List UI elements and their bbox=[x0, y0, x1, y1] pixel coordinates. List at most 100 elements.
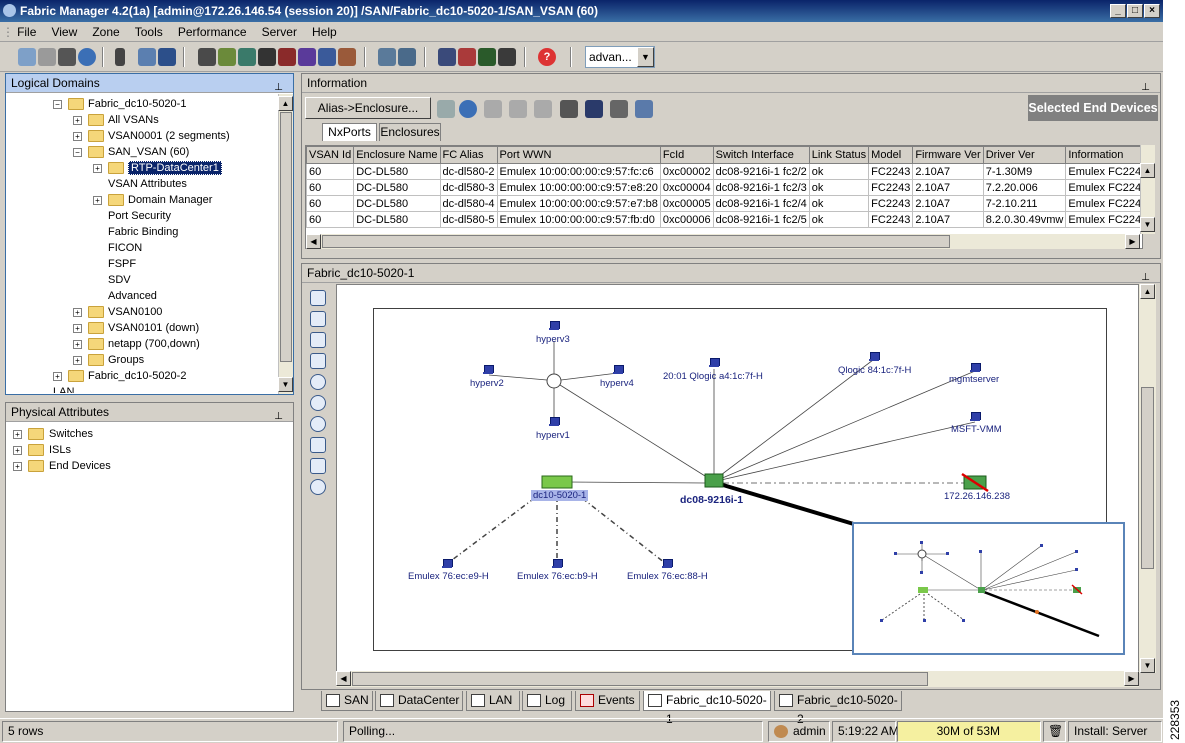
hscroll-thumb[interactable] bbox=[322, 235, 950, 248]
pin-icon[interactable]: ⊥ bbox=[1141, 82, 1150, 93]
hyperv2-host-icon[interactable] bbox=[483, 365, 494, 375]
fabric-map-canvas[interactable]: hyperv3 hyperv2 hyperv4 hyperv1 20:01 Ql… bbox=[336, 284, 1139, 673]
tab-enclosures[interactable]: Enclosures bbox=[379, 123, 441, 141]
edit-icon[interactable] bbox=[437, 100, 455, 118]
alert-icon[interactable] bbox=[458, 48, 476, 66]
pin-icon[interactable]: ⊥ bbox=[274, 82, 283, 93]
topology-icon[interactable] bbox=[378, 48, 396, 66]
column-header[interactable]: Driver Ver bbox=[982, 146, 1067, 164]
tree-item-vsan-attributes[interactable]: VSAN Attributes bbox=[108, 178, 187, 190]
node-ip-switch[interactable]: 172.26.146.238 bbox=[944, 491, 1011, 502]
minimize-button[interactable]: _ bbox=[1110, 4, 1126, 18]
fabric-icon[interactable] bbox=[318, 48, 336, 66]
tree-item-vsan0001[interactable]: +VSAN0001 (2 segments) bbox=[73, 129, 230, 143]
tab-fabric-1[interactable]: Fabric_dc10-5020-1 bbox=[643, 691, 771, 726]
tree-item-port-security[interactable]: Port Security bbox=[108, 210, 171, 222]
tree-item-fspf[interactable]: FSPF bbox=[108, 258, 137, 270]
tree-item-advanced[interactable]: Advanced bbox=[108, 290, 157, 302]
binoculars-icon[interactable] bbox=[58, 48, 76, 66]
dc10-switch-icon[interactable] bbox=[541, 475, 573, 489]
menu-help[interactable]: Help bbox=[312, 25, 337, 39]
tab-nxports[interactable]: NxPorts bbox=[322, 123, 377, 141]
scroll-left-icon[interactable]: ◀ bbox=[336, 671, 351, 686]
node-dc08-switch[interactable]: dc08-9216i-1 bbox=[680, 494, 744, 506]
column-header[interactable]: Port WWN bbox=[496, 146, 661, 164]
qlogic-a4-host-icon[interactable] bbox=[709, 358, 720, 368]
node-hyperv3[interactable]: hyperv3 bbox=[536, 334, 570, 345]
tree-item-fabric1[interactable]: −Fabric_dc10-5020-1 bbox=[53, 97, 186, 111]
scroll-left-icon[interactable]: ◀ bbox=[306, 234, 321, 249]
column-header[interactable]: VSAN Id bbox=[306, 146, 355, 164]
grid-icon[interactable] bbox=[338, 48, 356, 66]
column-header[interactable]: Model bbox=[868, 146, 914, 164]
scroll-up-icon[interactable]: ▲ bbox=[1140, 284, 1155, 299]
node-msft-vmm[interactable]: MSFT-VMM bbox=[951, 424, 1002, 435]
menu-file[interactable]: File bbox=[17, 25, 37, 39]
pin-icon[interactable]: ⊥ bbox=[1141, 272, 1150, 283]
node-emulex-e9[interactable]: Emulex 76:ec:e9-H bbox=[408, 571, 489, 582]
refresh-icon[interactable] bbox=[78, 48, 96, 66]
users-icon[interactable] bbox=[158, 48, 176, 66]
tab-san[interactable]: SAN bbox=[321, 691, 373, 711]
tree-item-lan[interactable]: LAN bbox=[53, 386, 75, 393]
network-icon[interactable] bbox=[310, 332, 326, 348]
tab-events[interactable]: Events bbox=[575, 691, 640, 711]
tree-item-end-devices[interactable]: +End Devices bbox=[13, 459, 111, 473]
device-icon[interactable] bbox=[115, 48, 125, 66]
performance-icon[interactable] bbox=[478, 48, 496, 66]
node-emulex-b9[interactable]: Emulex 76:ec:b9-H bbox=[517, 571, 598, 582]
menu-tools[interactable]: Tools bbox=[134, 25, 163, 39]
tree-scrollbar[interactable]: ▲ ▼ bbox=[278, 94, 293, 394]
ports-icon[interactable] bbox=[198, 48, 216, 66]
trash-icon[interactable]: 🗑 bbox=[1043, 721, 1066, 742]
tree-item-vsan0100[interactable]: +VSAN0100 bbox=[73, 305, 162, 319]
column-header[interactable]: FC Alias bbox=[439, 146, 498, 164]
tree-item-isls[interactable]: +ISLs bbox=[13, 443, 71, 457]
table-hscrollbar[interactable]: ◀ ▶ bbox=[306, 234, 1140, 249]
scroll-thumb[interactable] bbox=[280, 112, 292, 362]
dc08-switch-icon[interactable] bbox=[704, 473, 724, 488]
hyperv4-host-icon[interactable] bbox=[613, 365, 624, 375]
emulex-e9-host-icon[interactable] bbox=[442, 559, 453, 569]
selected-end-devices-label[interactable]: Selected End Devices bbox=[1028, 95, 1158, 121]
menu-server[interactable]: Server bbox=[261, 25, 297, 39]
scroll-right-icon[interactable]: ▶ bbox=[1125, 234, 1140, 249]
open-icon[interactable] bbox=[18, 48, 36, 66]
tree-item-groups[interactable]: +Groups bbox=[73, 353, 144, 367]
tree-item-domain-manager[interactable]: +Domain Manager bbox=[93, 193, 212, 207]
node-emulex-88[interactable]: Emulex 76:ec:88-H bbox=[627, 571, 708, 582]
column-header[interactable]: Link Status bbox=[808, 146, 870, 164]
server-icon[interactable] bbox=[258, 48, 276, 66]
switch-icon[interactable] bbox=[218, 48, 236, 66]
hyperv3-host-icon[interactable] bbox=[549, 321, 560, 331]
tree-item-switches[interactable]: +Switches bbox=[13, 427, 93, 441]
column-header[interactable]: Enclosure Name bbox=[353, 146, 441, 164]
node-hyperv1[interactable]: hyperv1 bbox=[536, 430, 570, 441]
tree-item-san-vsan[interactable]: −SAN_VSAN (60) bbox=[73, 145, 189, 159]
column-header[interactable]: Information bbox=[1065, 146, 1142, 164]
alias-enclosure-button[interactable]: Alias->Enclosure... bbox=[305, 97, 431, 119]
qlogic-84-host-icon[interactable] bbox=[869, 352, 880, 362]
scroll-up-icon[interactable]: ▲ bbox=[1140, 163, 1155, 178]
highlight-icon[interactable] bbox=[310, 353, 326, 369]
settings-icon[interactable] bbox=[438, 48, 456, 66]
pin-icon[interactable]: ⊥ bbox=[274, 411, 283, 422]
view-mode-select[interactable]: advan... ▼ bbox=[585, 46, 655, 68]
scroll-down-icon[interactable]: ▼ bbox=[1140, 658, 1155, 673]
hyperv1-host-icon[interactable] bbox=[549, 417, 560, 427]
close-button[interactable]: × bbox=[1144, 4, 1160, 18]
hierarchy-icon[interactable] bbox=[310, 311, 326, 327]
zoom-fit-icon[interactable] bbox=[310, 416, 326, 432]
map-overview-inset[interactable] bbox=[852, 522, 1125, 655]
print-icon[interactable] bbox=[610, 100, 628, 118]
layout-icon[interactable] bbox=[310, 290, 326, 306]
tree-item-rtp-datacenter1[interactable]: +RTP-DataCenter1 bbox=[93, 161, 222, 175]
find-icon[interactable] bbox=[560, 100, 578, 118]
copy-icon[interactable] bbox=[484, 100, 502, 118]
column-header[interactable]: Firmware Ver bbox=[912, 146, 984, 164]
export-icon[interactable] bbox=[635, 100, 653, 118]
mgmtserver-host-icon[interactable] bbox=[970, 363, 981, 373]
tree-item-ficon[interactable]: FICON bbox=[108, 242, 143, 254]
